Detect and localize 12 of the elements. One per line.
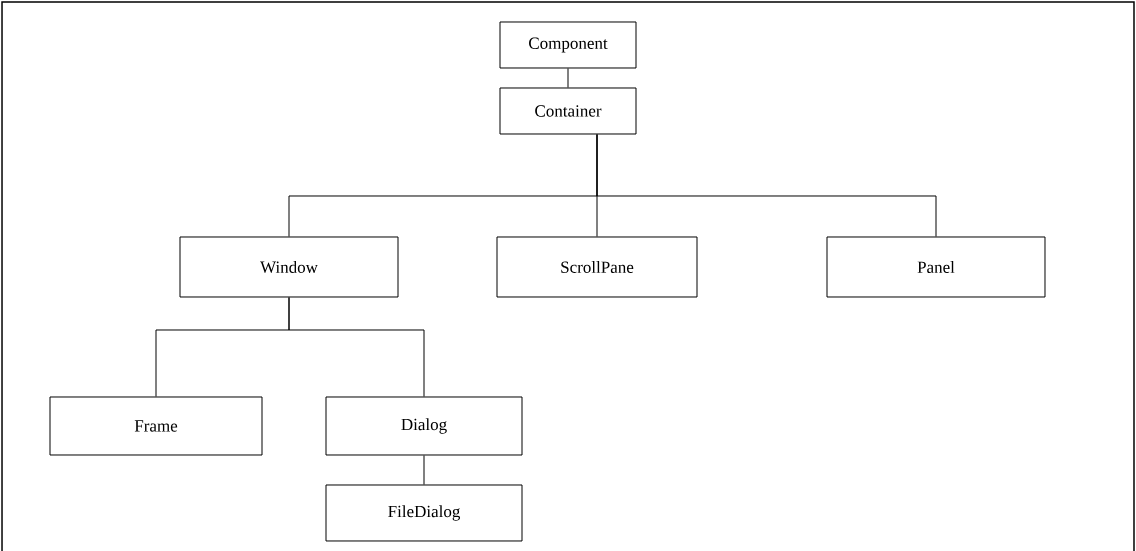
connector-line [423, 455, 425, 485]
class-box: Dialog [325, 396, 523, 456]
class-box: Window [179, 236, 399, 298]
class-box: Panel [826, 236, 1046, 298]
class-box: Container [499, 87, 637, 135]
connector-line [596, 134, 937, 237]
class-box: ScrollPane [496, 236, 698, 298]
class-box: Component [499, 21, 637, 69]
connector-line [288, 297, 425, 397]
class-box: FileDialog [325, 484, 523, 542]
class-box: Frame [49, 396, 263, 456]
connector-line [567, 68, 569, 88]
